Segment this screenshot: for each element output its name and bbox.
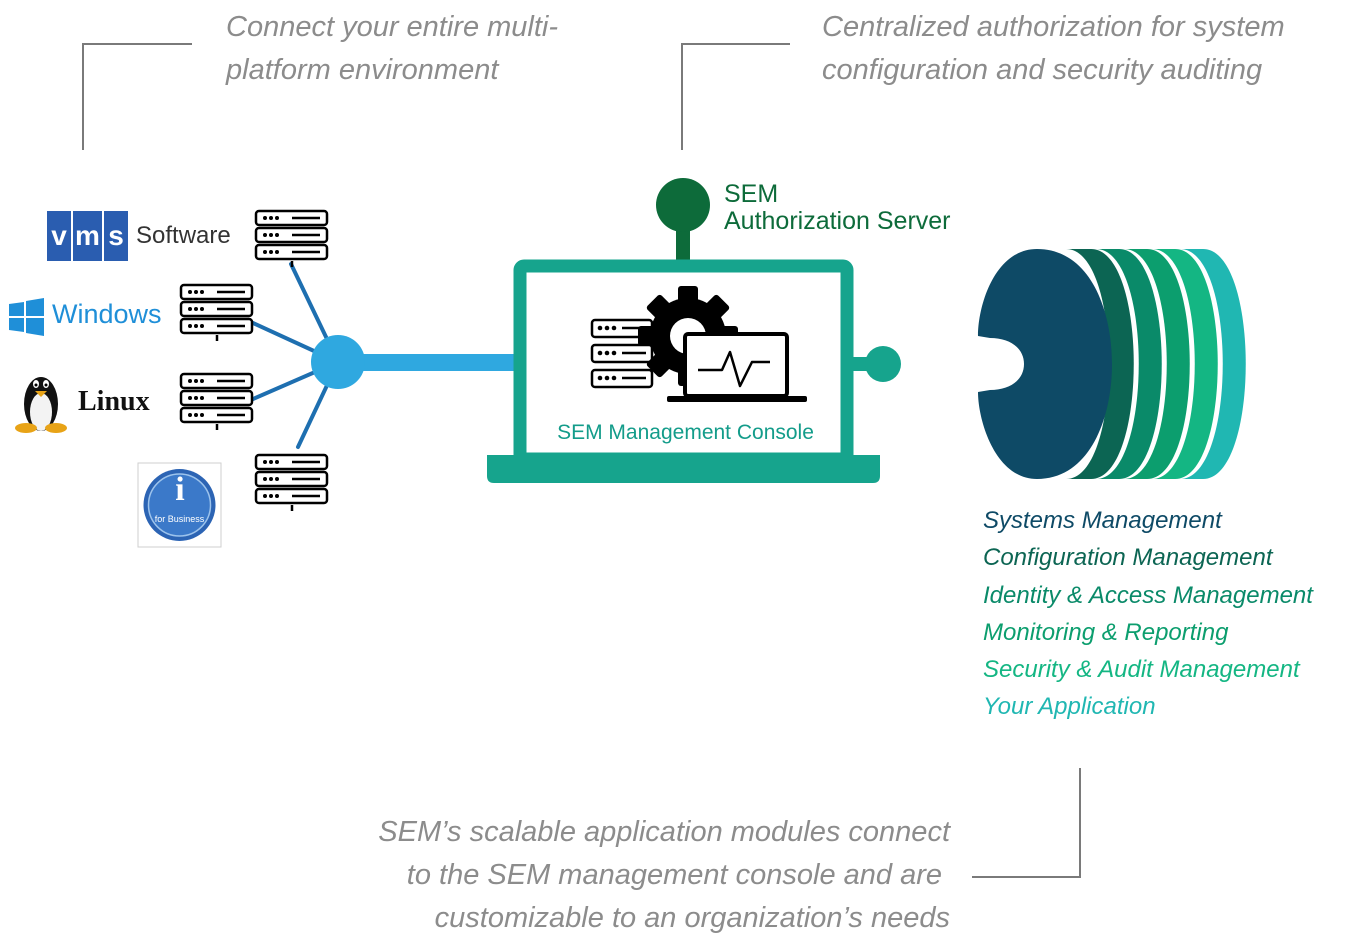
windows-logo-icon [9, 298, 44, 336]
console-connector-knob [865, 346, 901, 382]
console-base [487, 455, 880, 483]
ibm-i-letter: i [175, 471, 185, 508]
callout-line-2: platform environment [226, 54, 499, 86]
callout-line-1: Centralized authorization for system [822, 11, 1285, 43]
callout-line-top-left [82, 43, 192, 150]
server-stack-vms [254, 209, 329, 267]
server-stack-windows [179, 283, 254, 341]
console-monitor-icon [667, 332, 807, 402]
callout-connect-platforms: Connect your entire multi- platform envi… [226, 6, 646, 92]
callout-central-authorization: Centralized authorization for system con… [822, 6, 1362, 92]
module-item: Your Application [983, 693, 1156, 721]
linux-label: Linux [78, 386, 150, 417]
callout-scalable-modules: SEM’s scalable application modules conne… [290, 811, 950, 940]
vms-logo-letter-s: s [104, 211, 128, 261]
ibm-i-label: for Business [154, 514, 205, 524]
callout-line-bottom [972, 768, 1081, 878]
auth-server-node [656, 178, 710, 232]
auth-server-label-line-1: SEM [724, 180, 779, 208]
vms-software-logo: v m s Software [47, 211, 231, 261]
console-server-icon [590, 318, 654, 389]
callout-line-top-right [681, 43, 790, 150]
module-item: Configuration Management [983, 544, 1273, 572]
callout-line-1: SEM’s scalable application modules conne… [378, 816, 950, 848]
callout-line-2: configuration and security auditing [822, 54, 1263, 86]
module-list: Systems Management Configuration Managem… [983, 502, 1363, 726]
module-item: Identity & Access Management [983, 581, 1313, 609]
server-stack-linux [179, 372, 254, 430]
windows-label: Windows [52, 299, 162, 329]
module-disc-1 [978, 249, 1112, 479]
hub-console-connector [338, 354, 518, 371]
module-item: Systems Management [983, 507, 1222, 534]
vms-software-label: Software [136, 222, 231, 249]
module-item: Security & Audit Management [983, 656, 1300, 684]
auth-server-label-line-2: Authorization Server [724, 207, 951, 235]
module-item: Monitoring & Reporting [983, 618, 1229, 646]
callout-line-1: Connect your entire multi- [226, 11, 559, 43]
vms-logo-letter-m: m [73, 211, 102, 261]
linux-penguin-icon [15, 377, 67, 433]
auth-server-label: SEM Authorization Server [724, 181, 951, 235]
module-stack [978, 249, 1246, 479]
callout-line-2: to the SEM management console and are [406, 859, 942, 891]
ibm-i-logo-icon [137, 462, 222, 548]
network-hub [311, 335, 365, 389]
vms-logo-letter-v: v [47, 211, 71, 261]
callout-line-3: customizable to an organization’s needs [434, 902, 950, 934]
server-stack-ibmi [254, 453, 329, 511]
console-label: SEM Management Console [557, 421, 814, 444]
